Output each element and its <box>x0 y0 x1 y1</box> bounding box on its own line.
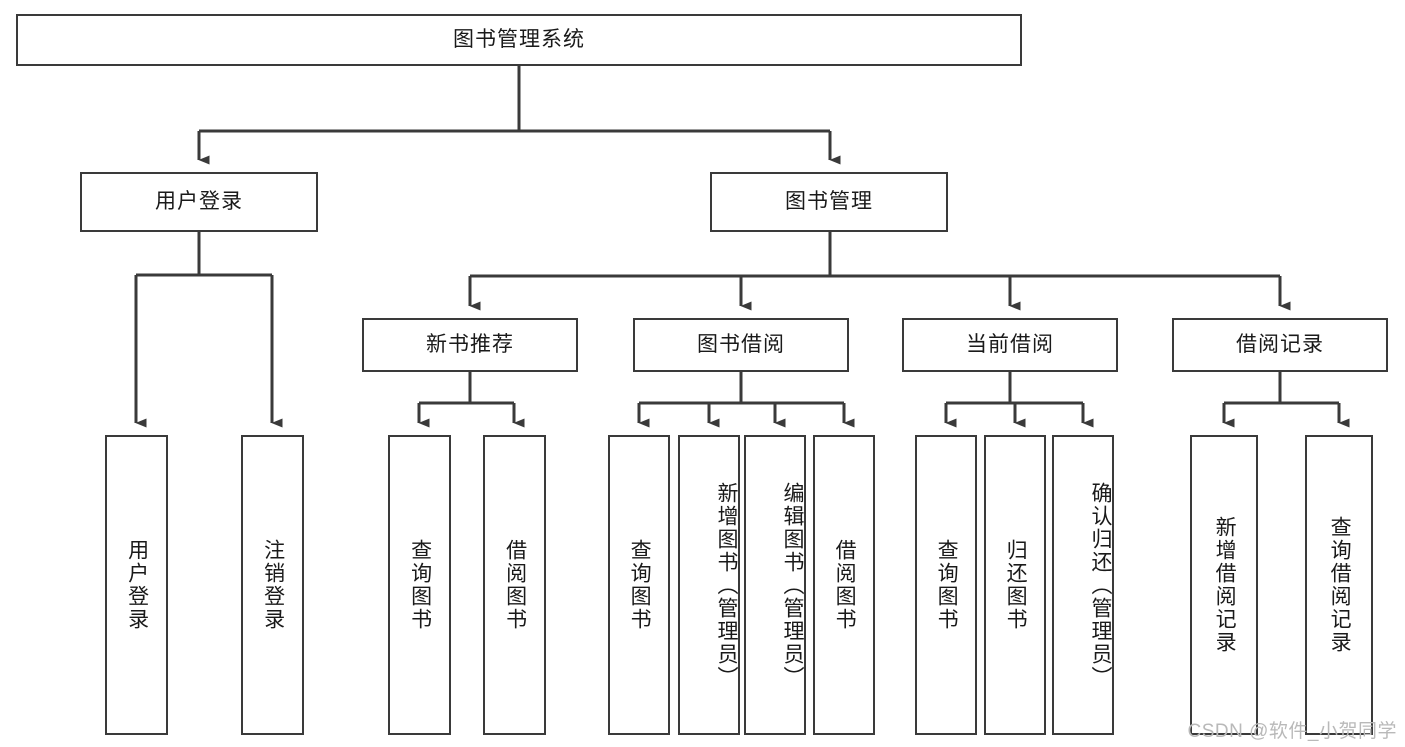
node-new-book-recommend-label: 新书推荐 <box>426 332 514 356</box>
node-leaf-borrow-book-1[interactable]: 借阅图书 <box>483 435 546 735</box>
node-borrow-record-label: 借阅记录 <box>1236 332 1324 356</box>
node-root[interactable]: 图书管理系统 <box>16 14 1022 66</box>
node-leaf-query-book-1[interactable]: 查询图书 <box>388 435 451 735</box>
node-leaf-user-login[interactable]: 用户登录 <box>105 435 168 735</box>
node-leaf-user-login-label: 用户登录 <box>125 539 149 631</box>
node-leaf-return-book-label: 归还图书 <box>1004 539 1028 631</box>
node-leaf-borrow-book-2[interactable]: 借阅图书 <box>813 435 875 735</box>
node-leaf-query-book-2-label: 查询图书 <box>628 539 652 631</box>
node-leaf-borrow-book-2-label: 借阅图书 <box>833 539 857 631</box>
node-leaf-edit-book-admin[interactable]: 编辑图书（管理员） <box>744 435 806 735</box>
node-book-management-label: 图书管理 <box>785 189 873 213</box>
node-leaf-query-book-1-label: 查询图书 <box>408 539 432 631</box>
node-leaf-borrow-book-1-label: 借阅图书 <box>503 539 527 631</box>
node-leaf-user-logout[interactable]: 注销登录 <box>241 435 304 735</box>
node-leaf-user-logout-label: 注销登录 <box>261 539 285 631</box>
node-user-login-label: 用户登录 <box>155 189 243 213</box>
node-leaf-query-book-2[interactable]: 查询图书 <box>608 435 670 735</box>
node-root-label: 图书管理系统 <box>453 27 585 51</box>
node-user-login[interactable]: 用户登录 <box>80 172 318 232</box>
node-leaf-query-borrow-record-label: 查询借阅记录 <box>1328 516 1352 654</box>
node-leaf-confirm-return-admin[interactable]: 确认归还（管理员） <box>1052 435 1114 735</box>
node-leaf-add-borrow-record-label: 新增借阅记录 <box>1213 516 1237 654</box>
node-leaf-query-borrow-record[interactable]: 查询借阅记录 <box>1305 435 1373 735</box>
node-leaf-add-borrow-record[interactable]: 新增借阅记录 <box>1190 435 1258 735</box>
node-borrow-record[interactable]: 借阅记录 <box>1172 318 1388 372</box>
node-leaf-confirm-return-admin-label: 确认归还（管理员） <box>1089 481 1112 689</box>
node-book-management[interactable]: 图书管理 <box>710 172 948 232</box>
node-leaf-add-book-admin[interactable]: 新增图书（管理员） <box>678 435 740 735</box>
node-new-book-recommend[interactable]: 新书推荐 <box>362 318 578 372</box>
node-current-borrow-label: 当前借阅 <box>966 332 1054 356</box>
node-book-borrow-label: 图书借阅 <box>697 332 785 356</box>
node-leaf-add-book-admin-label: 新增图书（管理员） <box>715 481 738 689</box>
node-current-borrow[interactable]: 当前借阅 <box>902 318 1118 372</box>
node-leaf-edit-book-admin-label: 编辑图书（管理员） <box>781 481 804 689</box>
node-book-borrow[interactable]: 图书借阅 <box>633 318 849 372</box>
watermark-text: CSDN @软件_小贺同学 <box>1187 721 1397 742</box>
node-leaf-query-book-3[interactable]: 查询图书 <box>915 435 977 735</box>
node-leaf-return-book[interactable]: 归还图书 <box>984 435 1046 735</box>
node-leaf-query-book-3-label: 查询图书 <box>935 539 959 631</box>
